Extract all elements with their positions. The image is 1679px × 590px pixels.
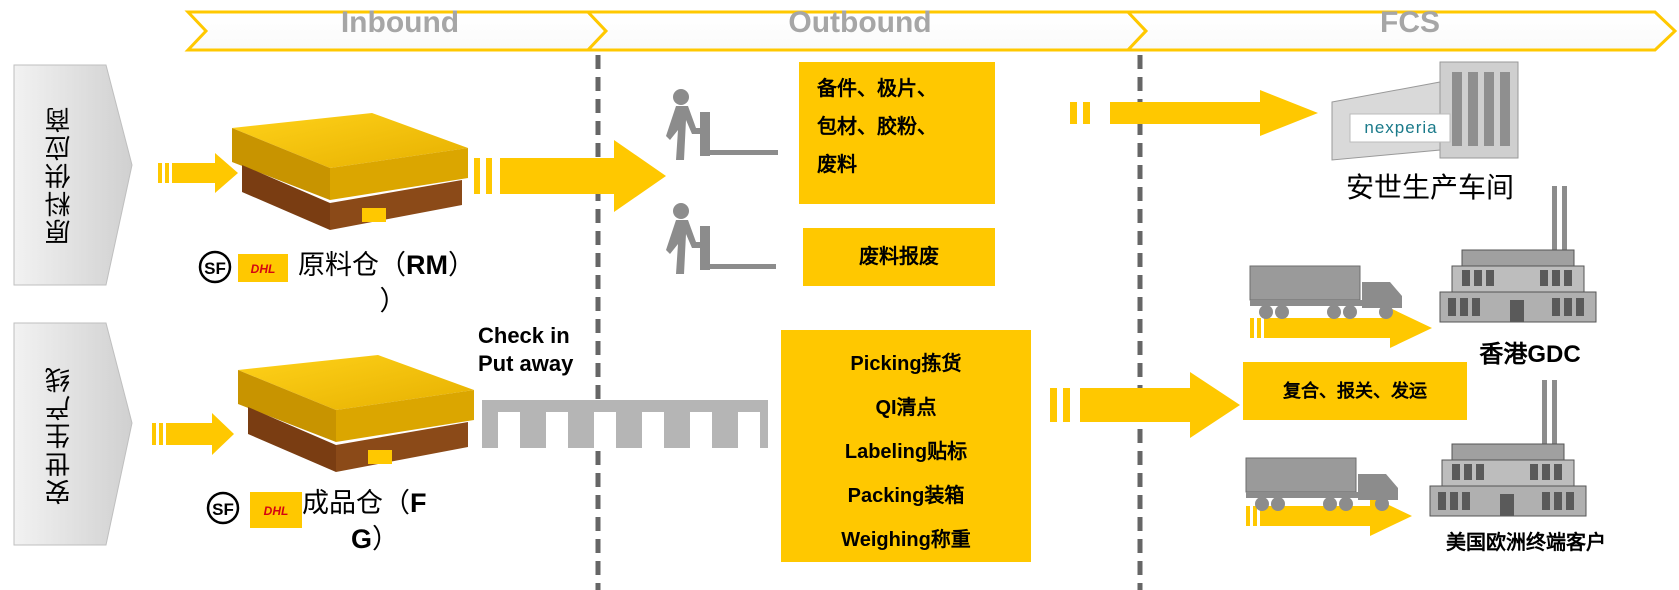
arrow-icon [1246,496,1412,536]
check-in-label: Check in Put away [478,322,573,378]
box-materials-line: 废料 [817,154,857,176]
svg-text:SF: SF [212,500,234,519]
sf-logo-icon: SF [198,250,232,284]
phase-label-inbound: Inbound [340,6,460,39]
box-customs: 复合、报关、发运 [1243,362,1467,420]
dhl-logo-icon: DHL [250,492,302,528]
nexperia-logo: nexperia [1364,118,1438,137]
truck-icon [1249,265,1402,319]
check-in-line2: Put away [478,351,574,376]
svg-text:DHL: DHL [264,504,289,518]
forklift-icon [666,89,778,160]
box-materials: 备件、极片、 包材、胶粉、 废料 [799,62,995,204]
destination-hk-gdc: 香港GDC [1479,341,1581,368]
dhl-logo-icon: DHL [238,254,288,282]
arrow-icon [152,413,234,455]
box-operations-line: QI清点 [875,397,937,419]
factory-icon [1331,61,1519,161]
conveyor-icon [482,400,768,448]
phase-label-fcs: FCS [1380,6,1440,39]
phase-label-outbound: Outbound [788,6,932,39]
row-label-production: 安世生产线 [44,365,74,505]
box-operations-line: Labeling贴标 [844,441,968,463]
factory-icon [1439,186,1597,323]
destination-workshop: 安世生产车间 [1345,172,1514,203]
row-chevron-supplier [13,64,133,286]
phase-chevron-fcs [1124,10,1678,52]
warehouse-rm-wrap: ） [379,286,407,316]
arrow-icon [1050,372,1240,438]
check-in-line1: Check in [478,323,570,348]
warehouse-fg-code-end: G [350,524,372,554]
pallet-icon [238,355,474,472]
warehouse-label-rm: 原料仓（RM） [298,246,488,284]
row-label-supplier: 原料供应商 [44,105,74,245]
forklift-icon [666,203,776,274]
warehouse-rm-prefix: 原料仓（ [298,250,406,280]
box-materials-line: 包材、胶粉、 [817,116,937,138]
pallet-icon [232,113,468,230]
box-scrap: 废料报废 [803,228,995,286]
arrow-icon [1070,90,1318,136]
box-operations: Picking拣货 QI清点 Labeling贴标 Packing装箱 Weig… [781,330,1031,562]
svg-text:DHL: DHL [251,262,276,276]
row-chevron-production [13,322,133,546]
sf-logo-icon: SF [206,491,240,525]
box-operations-line: Picking拣货 [850,353,962,375]
warehouse-rm-code: RM [406,250,448,280]
warehouse-fg-close: ） [372,524,399,554]
svg-text:SF: SF [204,259,226,278]
arrow-icon [158,153,238,193]
warehouse-label-fg: 成品仓（F [302,484,452,522]
box-materials-line: 备件、极片、 [817,78,937,100]
warehouse-rm-close: ） [448,250,475,280]
box-operations-line: Weighing称重 [841,529,971,551]
warehouse-fg-prefix: 成品仓（ [302,488,410,518]
arrow-icon [1250,308,1432,348]
arrow-icon [474,140,666,212]
box-operations-line: Packing装箱 [847,485,965,507]
factory-icon [1429,380,1587,517]
truck-icon [1245,457,1398,511]
warehouse-fg-wrap: G） [345,520,405,558]
warehouse-fg-code: F [410,488,427,518]
destination-us-eu: 美国欧洲终端客户 [1446,532,1606,554]
